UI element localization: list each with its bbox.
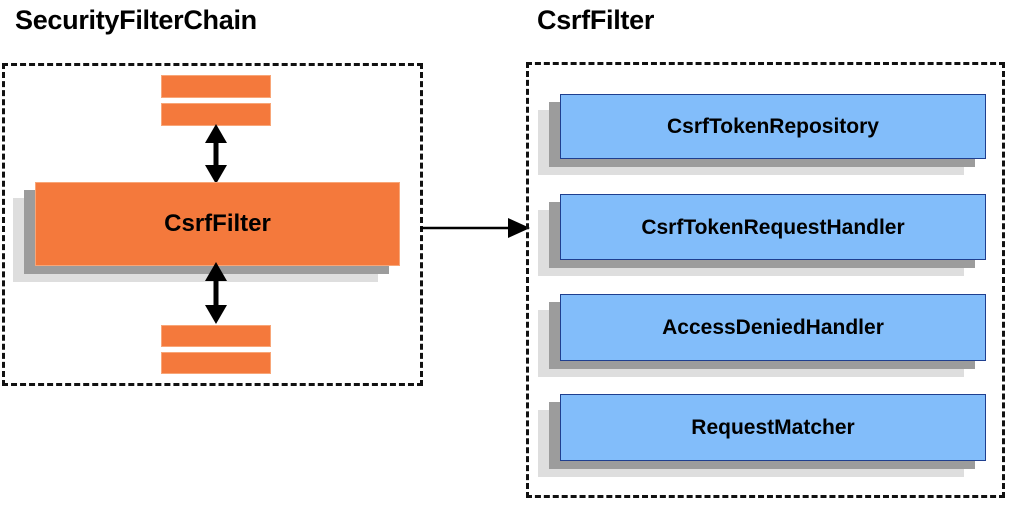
collaborator-box-face: CsrfTokenRepository [560,94,986,159]
filter-bar-below-2 [161,352,271,374]
csrf-filter-detail-panel [526,62,1005,498]
right-panel-title: CsrfFilter [537,5,655,35]
collaborator-box-face: CsrfTokenRequestHandler [560,194,986,260]
collaborator-box-csrf-token-request-handler: CsrfTokenRequestHandler [538,194,986,276]
collaborator-label: CsrfTokenRequestHandler [641,215,905,239]
filter-bar-above-1 [161,75,271,98]
collaborator-label: CsrfTokenRepository [667,115,879,138]
collaborator-label: RequestMatcher [691,416,855,439]
csrf-filter-box: CsrfFilter [13,182,400,282]
collaborator-box-request-matcher: RequestMatcher [538,394,986,477]
left-panel-title: SecurityFilterChain [15,5,257,35]
collaborator-box-csrf-token-repository: CsrfTokenRepository [538,94,986,175]
double-arrow-above-icon [205,124,227,184]
collaborator-box-face: AccessDeniedHandler [560,294,986,361]
csrf-filter-expansion-arrow-icon [420,218,530,238]
filter-bar-below-1 [161,325,271,347]
csrf-filter-box-label: CsrfFilter [164,210,271,237]
filter-bar-above-2 [161,103,271,126]
csrf-filter-box-face: CsrfFilter [35,182,400,266]
double-arrow-below-icon [205,262,227,324]
security-filter-chain-panel [2,63,423,386]
collaborator-box-access-denied-handler: AccessDeniedHandler [538,294,986,377]
collaborator-box-face: RequestMatcher [560,394,986,461]
collaborator-label: AccessDeniedHandler [662,316,884,339]
